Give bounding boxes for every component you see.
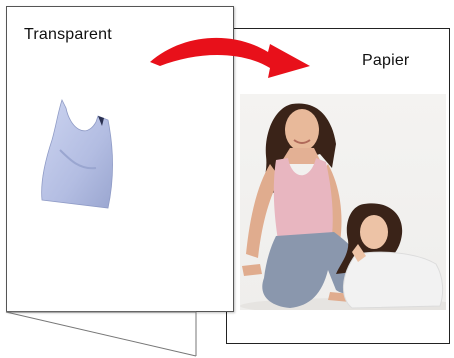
curved-arrow-shape	[150, 38, 310, 78]
